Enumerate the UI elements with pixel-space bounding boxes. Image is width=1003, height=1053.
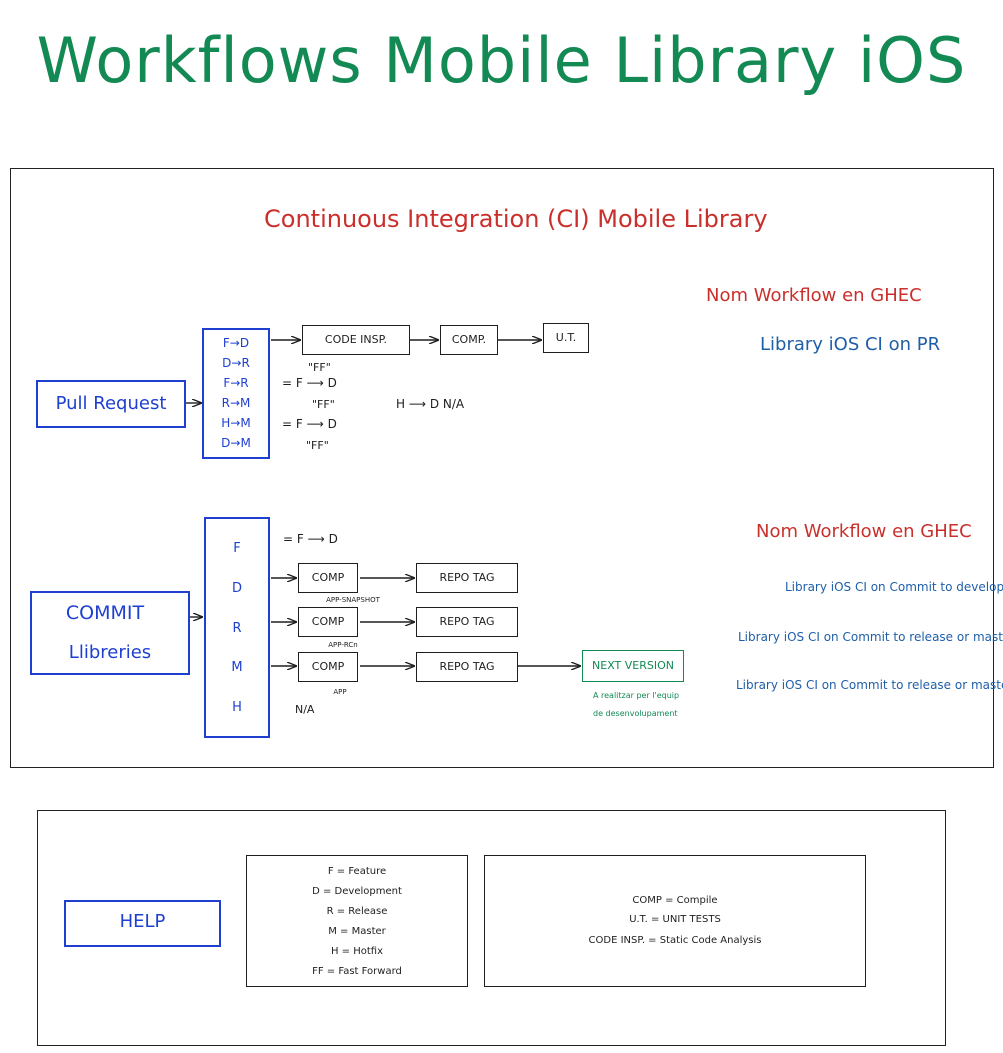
legend-item: U.T. = UNIT TESTS bbox=[629, 914, 721, 925]
code-inspection-label: CODE INSP. bbox=[324, 333, 388, 346]
ghec-workflow-commit: Library iOS CI on Commit to develop bbox=[785, 580, 1003, 594]
pr-branch: D→M bbox=[221, 436, 251, 450]
legend-item: COMP = Compile bbox=[632, 895, 718, 906]
commit-branch: F bbox=[233, 541, 241, 556]
legend-item: M = Master bbox=[328, 926, 386, 937]
next-version-note: A realitzar per l'equip bbox=[593, 691, 680, 700]
ghec-label-commit: Nom Workflow en GHEC bbox=[756, 521, 972, 542]
compile-label: COMP bbox=[311, 615, 345, 628]
commit-label: COMMIT bbox=[65, 602, 145, 624]
ghec-workflow-pr: Library iOS CI on PR bbox=[760, 334, 941, 355]
commit-libraries-label: Llibreries bbox=[68, 642, 152, 663]
artifact-suffix: APP-SNAPSHOT bbox=[326, 596, 380, 604]
pr-branch: R→M bbox=[221, 396, 251, 410]
ghec-workflow-commit: Library iOS CI on Commit to release or m… bbox=[736, 678, 1003, 692]
next-version-note: de desenvolupament bbox=[593, 709, 678, 718]
code-inspection-step bbox=[302, 325, 410, 355]
artifact-suffix: APP-RCn bbox=[328, 641, 358, 649]
pr-equivalence: = F ⟶ D bbox=[282, 417, 337, 431]
branch-legend-box bbox=[246, 855, 468, 987]
ff-note: "FF" bbox=[312, 398, 335, 411]
pull-request-label: Pull Request bbox=[55, 393, 167, 414]
ghec-workflow-commit: Library iOS CI on Commit to release or m… bbox=[738, 630, 1003, 644]
compile-step bbox=[298, 607, 358, 637]
ci-section-heading: Continuous Integration (CI) Mobile Libra… bbox=[264, 205, 768, 233]
hotfix-to-develop-na: H ⟶ D N/A bbox=[396, 397, 465, 411]
help-section-frame bbox=[37, 810, 946, 1046]
unit-tests-label: U.T. bbox=[555, 331, 577, 344]
compile-label: COMP bbox=[311, 660, 345, 673]
repo-tag-label: REPO TAG bbox=[439, 571, 495, 584]
repo-tag-step bbox=[416, 563, 518, 593]
legend-item: FF = Fast Forward bbox=[312, 966, 402, 977]
hotfix-na: N/A bbox=[295, 703, 315, 716]
commit-branch: D bbox=[231, 581, 242, 596]
unit-tests-step bbox=[543, 323, 589, 353]
legend-item: R = Release bbox=[326, 906, 388, 917]
commit-branch: M bbox=[231, 660, 243, 675]
legend-item: CODE INSP. = Static Code Analysis bbox=[588, 935, 762, 946]
compile-label: COMP. bbox=[451, 333, 487, 346]
artifact-suffix: APP bbox=[333, 688, 347, 696]
legend-item: F = Feature bbox=[327, 866, 387, 877]
pr-branches-box bbox=[202, 328, 270, 459]
commit-branch: R bbox=[232, 621, 242, 636]
repo-tag-label: REPO TAG bbox=[439, 660, 495, 673]
ff-note: "FF" bbox=[308, 361, 331, 374]
commit-feature-equivalence: = F ⟶ D bbox=[283, 532, 338, 546]
ghec-label-pr: Nom Workflow en GHEC bbox=[706, 285, 922, 306]
legend-item: H = Hotfix bbox=[330, 946, 384, 957]
ci-section-frame bbox=[10, 168, 994, 768]
help-label: HELP bbox=[119, 911, 166, 932]
commit-trigger bbox=[30, 591, 190, 675]
compile-label: COMP bbox=[311, 571, 345, 584]
pr-branch: D→R bbox=[222, 356, 250, 370]
compile-step bbox=[298, 563, 358, 593]
legend-item: D = Development bbox=[312, 886, 402, 897]
commit-branch: H bbox=[232, 700, 242, 715]
ff-note: "FF" bbox=[306, 439, 329, 452]
pr-branch: H→M bbox=[221, 416, 251, 430]
compile-step bbox=[298, 652, 358, 682]
pr-equivalence: = F ⟶ D bbox=[282, 376, 337, 390]
steps-legend-box bbox=[484, 855, 866, 987]
commit-branches-box bbox=[204, 517, 270, 738]
repo-tag-step bbox=[416, 652, 518, 682]
pr-branch: F→D bbox=[222, 336, 250, 350]
pr-branch: F→R bbox=[223, 376, 249, 390]
help-label-box bbox=[64, 900, 221, 947]
next-version-label: NEXT VERSION bbox=[592, 659, 674, 672]
repo-tag-step bbox=[416, 607, 518, 637]
next-version-step bbox=[582, 650, 684, 682]
repo-tag-label: REPO TAG bbox=[439, 615, 495, 628]
page-title: Workflows Mobile Library iOS bbox=[36, 24, 967, 97]
compile-step bbox=[440, 325, 498, 355]
pull-request-trigger bbox=[36, 380, 186, 428]
